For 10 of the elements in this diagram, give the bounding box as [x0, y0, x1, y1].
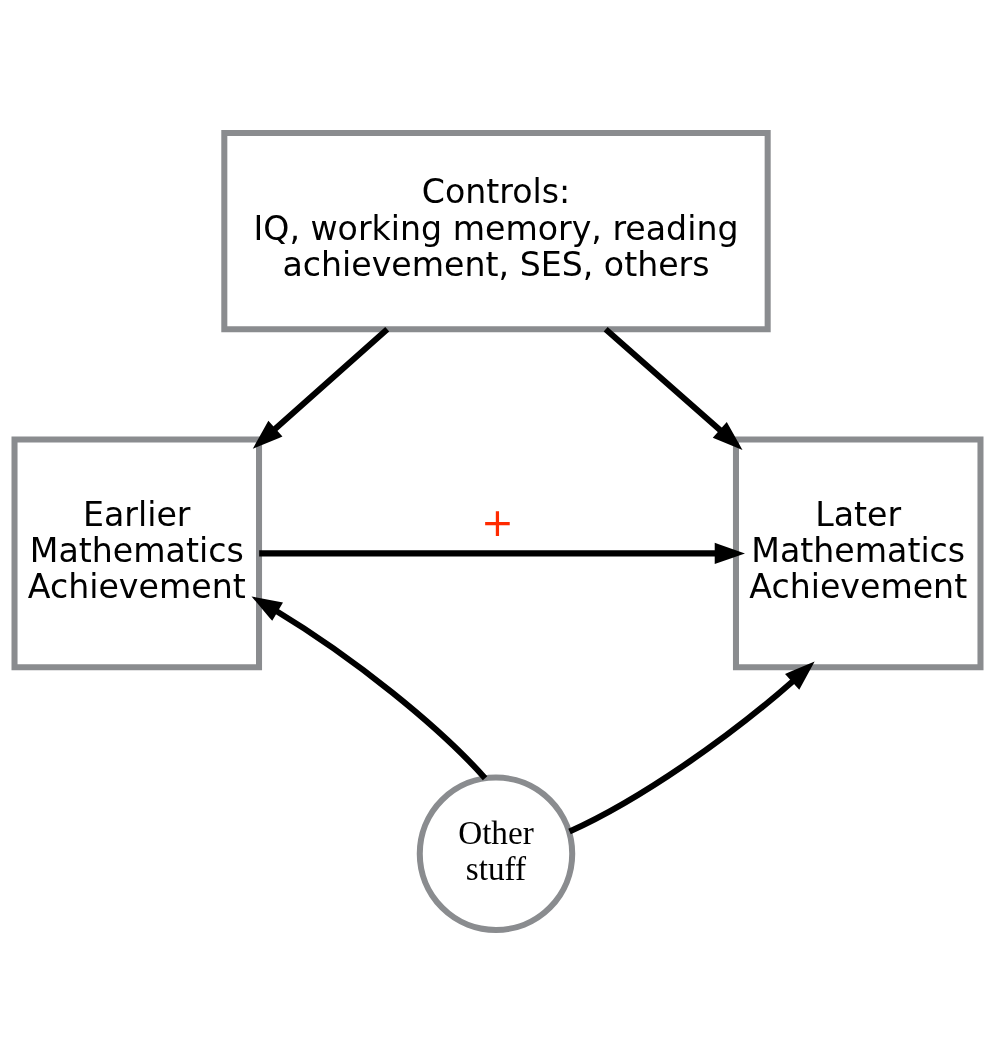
node-box: Controls: IQ, working memory, reading achievement, SES, others [221, 130, 771, 333]
arrow [259, 542, 745, 564]
node-circle: Other stuff [416, 774, 576, 933]
edge-label: + [481, 500, 514, 546]
arrow [251, 596, 488, 781]
arrow [603, 327, 743, 450]
arrow [252, 327, 390, 449]
node-box: Later Mathematics Achievement [732, 436, 984, 671]
node-box: Earlier Mathematics Achievement [11, 436, 263, 671]
arrow [568, 661, 815, 835]
